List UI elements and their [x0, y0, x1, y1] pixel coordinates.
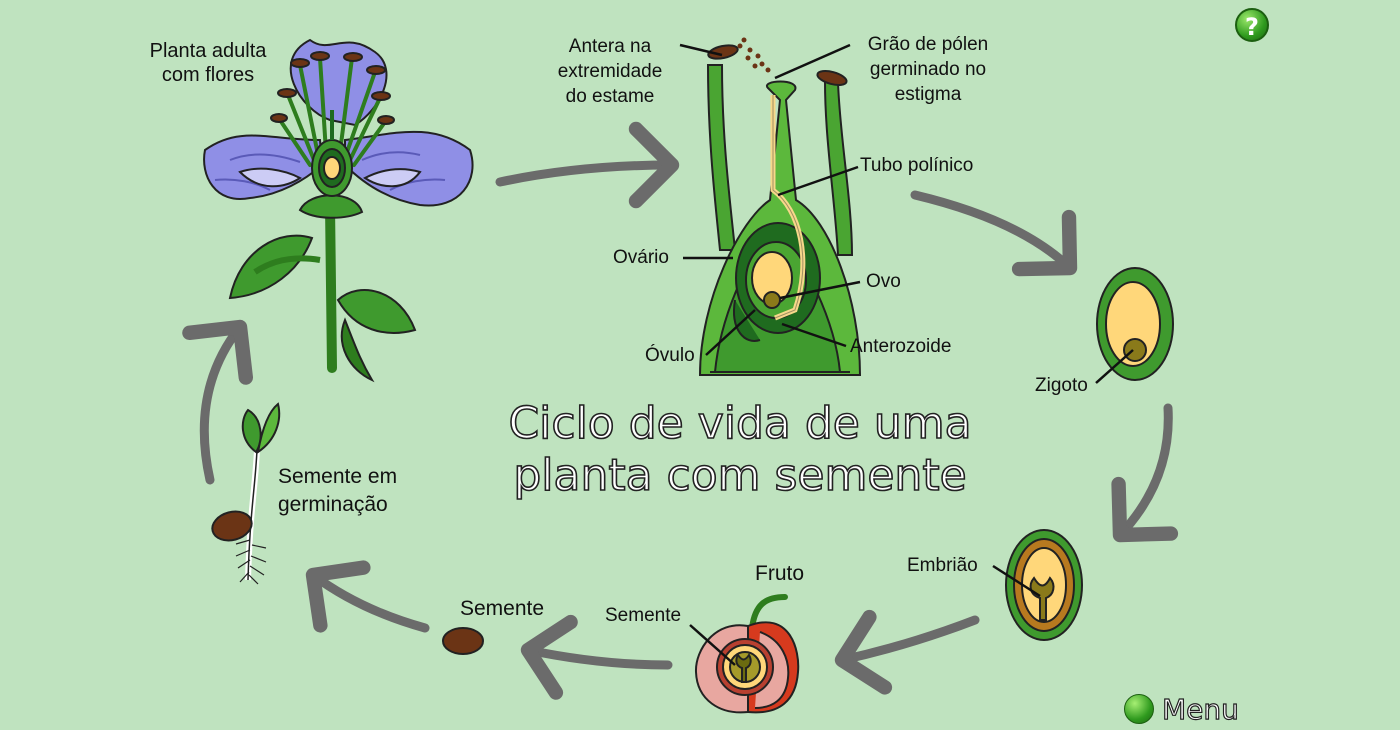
label-anther-line3: do estame [565, 86, 655, 107]
menu-button[interactable]: Menu [1124, 692, 1239, 726]
label-adult-plant: Planta adulta com flores [118, 39, 298, 87]
help-button[interactable]: ? [1235, 8, 1269, 42]
label-ovule: Óvulo [645, 345, 695, 366]
arrow-seed-to-seedling [305, 560, 430, 633]
label-anther-line1: Antera na [568, 36, 652, 57]
germinating-seed-illustration [211, 402, 281, 585]
label-pollen-line1: Grão de pólen [867, 34, 989, 55]
embryo-illustration [1005, 529, 1083, 641]
help-icon: ? [1245, 13, 1259, 41]
label-ovary: Ovário [613, 247, 669, 268]
label-adult-plant-line1: Planta adulta [149, 40, 267, 62]
arrow-flower-to-pollination [495, 121, 680, 209]
label-egg: Ovo [866, 271, 901, 292]
seed-illustration [442, 627, 484, 655]
label-germinating-seed: Semente em germinação [278, 463, 397, 519]
adult-plant-illustration [203, 38, 474, 383]
diagram-title: Ciclo de vida de uma planta com semente [440, 397, 1040, 502]
menu-label: Menu [1161, 692, 1239, 726]
label-antherozoid: Anterozoide [850, 336, 952, 357]
arrow-embryo-to-fruit [834, 609, 980, 695]
menu-bullet-icon [1124, 694, 1154, 724]
fruit-illustration [694, 594, 800, 714]
cycle-arrows [182, 121, 1179, 700]
label-fruit-seed: Semente [605, 605, 682, 626]
label-pollen-grain: Grão de pólen germinado no estigma [848, 32, 1008, 107]
label-zygote: Zigoto [1035, 375, 1088, 396]
arrow-seedling-to-plant [182, 319, 254, 485]
leader-lines [679, 43, 1134, 666]
label-seed: Semente [460, 597, 545, 620]
label-fruit: Fruto [755, 562, 805, 585]
label-anther-line2: extremidade [557, 61, 663, 82]
diagram-title-line1: Ciclo de vida de uma [508, 397, 973, 450]
label-pollen-tube: Tubo polínico [860, 155, 974, 176]
arrow-fruit-to-seed [520, 614, 673, 700]
label-germinating-line1: Semente em [278, 465, 398, 488]
label-pollen-line3: estigma [894, 84, 962, 105]
zygote-illustration [1096, 267, 1174, 381]
label-embryo: Embrião [907, 555, 978, 576]
label-adult-plant-line2: com flores [161, 64, 255, 86]
label-pollen-line2: germinado no [869, 59, 987, 80]
arrow-pollination-to-zygote [910, 190, 1078, 277]
label-germinating-line2: germinação [278, 493, 388, 516]
diagram-title-line2: planta com semente [513, 449, 968, 502]
label-anther: Antera na extremidade do estame [540, 34, 680, 109]
pollination-illustration [698, 37, 862, 376]
arrow-zygote-to-embryo [1111, 403, 1179, 543]
